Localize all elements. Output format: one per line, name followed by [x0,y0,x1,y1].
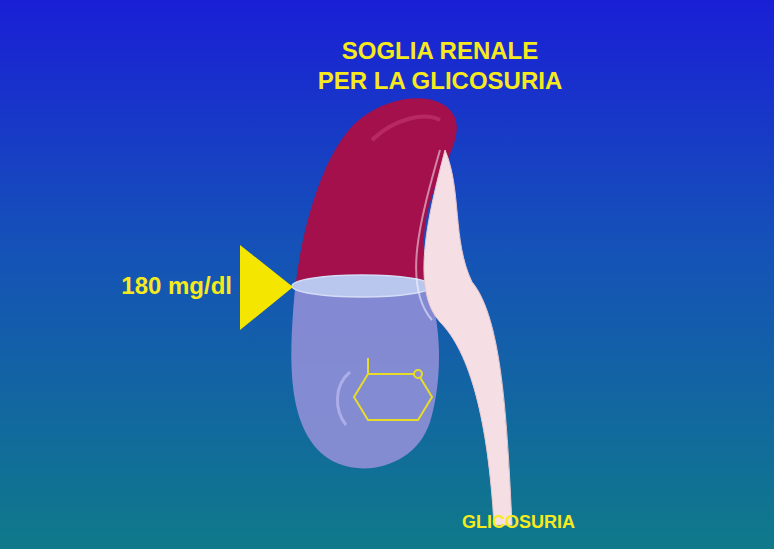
pelvis-outline [337,372,350,425]
glucose-ring [354,358,432,420]
title: SOGLIA RENALE PER LA GLICOSURIA [300,36,580,96]
glycosuria-label: GLICOSURIA [462,512,575,533]
threshold-arrow [240,245,293,330]
fluid-level [292,275,432,297]
threshold-value: 180 mg/dl [121,272,232,300]
ureter-edge [416,150,440,320]
kidney-filled [291,285,456,468]
kidney-highlight [372,117,440,140]
ureter [424,150,512,525]
